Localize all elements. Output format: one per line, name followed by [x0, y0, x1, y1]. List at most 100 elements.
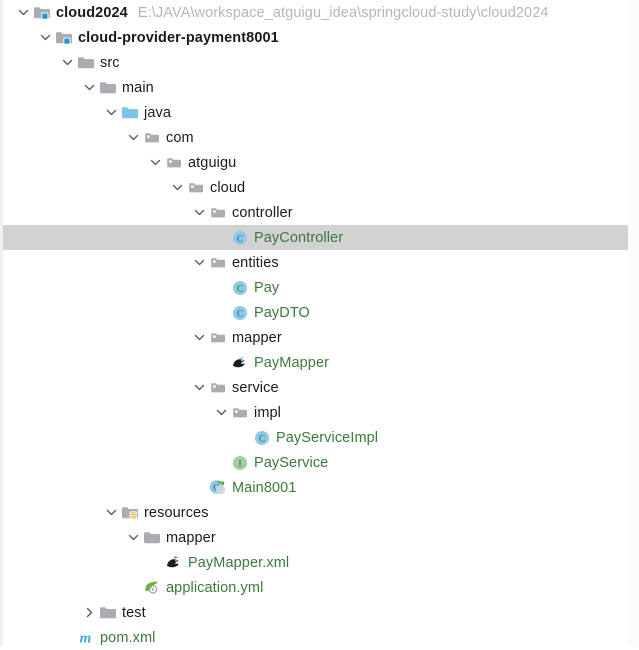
- tree-row-cloud2024[interactable]: cloud2024 E:\JAVA\workspace_atguigu_idea\…: [3, 0, 628, 25]
- package-icon: [186, 178, 205, 197]
- tree-twisty-placeholder: [213, 350, 230, 375]
- chevron-down-icon[interactable]: [191, 375, 208, 400]
- chevron-down-icon[interactable]: [191, 200, 208, 225]
- svg-text:C: C: [258, 433, 264, 443]
- chevron-down-icon[interactable]: [191, 325, 208, 350]
- chevron-down-icon[interactable]: [81, 75, 98, 100]
- tree-row-label: PayController: [254, 229, 344, 246]
- tree-row-mapper[interactable]: mapper: [3, 325, 628, 350]
- mybatis-mapper-icon: [230, 353, 249, 372]
- chevron-down-icon[interactable]: [213, 400, 230, 425]
- chevron-right-icon[interactable]: [81, 600, 98, 625]
- tree-row-PayService[interactable]: I PayService: [3, 450, 628, 475]
- package-icon: [142, 128, 161, 147]
- chevron-down-icon[interactable]: [103, 100, 120, 125]
- tree-row-PayMapper.xml[interactable]: PayMapper.xml: [3, 550, 628, 575]
- module-folder-icon: [54, 28, 73, 47]
- java-interface-icon: I: [230, 453, 249, 472]
- tree-row-cloud[interactable]: cloud: [3, 175, 628, 200]
- tree-row-Pay[interactable]: C Pay: [3, 275, 628, 300]
- folder-icon: [98, 603, 117, 622]
- tree-row-PayMapper[interactable]: PayMapper: [3, 350, 628, 375]
- tree-row-PayServiceImpl[interactable]: C PayServiceImpl: [3, 425, 628, 450]
- package-icon: [208, 203, 227, 222]
- tree-row-atguigu[interactable]: atguigu: [3, 150, 628, 175]
- tree-row-label: mapper: [166, 529, 216, 546]
- module-folder-icon: [32, 3, 51, 22]
- tree-row-label: main: [122, 79, 154, 96]
- tree-row-label: cloud: [210, 179, 246, 196]
- tree-twisty-placeholder: [235, 425, 252, 450]
- folder-icon: [142, 528, 161, 547]
- tree-row-label: PayServiceImpl: [276, 429, 379, 446]
- chevron-down-icon[interactable]: [125, 525, 142, 550]
- tree-row-impl[interactable]: impl: [3, 400, 628, 425]
- folder-icon: [76, 53, 95, 72]
- tree-row-label: cloud2024: [56, 4, 128, 21]
- tree-row-label: entities: [232, 254, 279, 271]
- tree-row-label: PayService: [254, 454, 329, 471]
- chevron-down-icon[interactable]: [169, 175, 186, 200]
- chevron-down-icon[interactable]: [15, 0, 32, 25]
- tree-row-cloud-provider-payment8001[interactable]: cloud-provider-payment8001: [3, 25, 628, 50]
- package-icon: [230, 403, 249, 422]
- tree-row-label: java: [144, 104, 171, 121]
- svg-text:m: m: [80, 631, 92, 647]
- chevron-down-icon[interactable]: [125, 125, 142, 150]
- chevron-down-icon[interactable]: [59, 50, 76, 75]
- tree-row-label: atguigu: [188, 154, 237, 171]
- spring-yaml-icon: [142, 578, 161, 597]
- chevron-down-icon[interactable]: [191, 250, 208, 275]
- tree-row-main[interactable]: main: [3, 75, 628, 100]
- tree-row-java[interactable]: java: [3, 100, 628, 125]
- tree-row-label: PayMapper.xml: [188, 554, 290, 571]
- package-icon: [208, 378, 227, 397]
- tree-row-label: Pay: [254, 279, 280, 296]
- svg-text:C: C: [236, 233, 242, 243]
- mybatis-xml-icon: [164, 553, 183, 572]
- tree-twisty-placeholder: [191, 475, 208, 500]
- tree-row-label: controller: [232, 204, 293, 221]
- tree-twisty-placeholder: [59, 625, 76, 650]
- tree-row-src[interactable]: src: [3, 50, 628, 75]
- maven-pom-icon: m: [76, 628, 95, 647]
- tree-row-label: src: [100, 54, 120, 71]
- svg-text:I: I: [238, 458, 241, 468]
- tree-row-application.yml[interactable]: application.yml: [3, 575, 628, 600]
- tree-row-entities[interactable]: entities: [3, 250, 628, 275]
- svg-text:C: C: [236, 283, 242, 293]
- tree-row-path: E:\JAVA\workspace_atguigu_idea\springclo…: [137, 4, 549, 21]
- tree-row-label: cloud-provider-payment8001: [78, 29, 279, 46]
- chevron-down-icon[interactable]: [103, 500, 120, 525]
- package-icon: [208, 328, 227, 347]
- tree-twisty-placeholder: [213, 275, 230, 300]
- tree-twisty-placeholder: [213, 300, 230, 325]
- tree-row-test[interactable]: test: [3, 600, 628, 625]
- tree-row-label: impl: [254, 404, 281, 421]
- chevron-down-icon[interactable]: [147, 150, 164, 175]
- tree-twisty-placeholder: [213, 225, 230, 250]
- resources-root-folder-icon: [120, 503, 139, 522]
- tree-row-label: Main8001: [232, 479, 297, 496]
- tree-row-resources[interactable]: resources: [3, 500, 628, 525]
- chevron-down-icon[interactable]: [37, 25, 54, 50]
- tree-row-label: application.yml: [166, 579, 264, 596]
- tree-row-PayController[interactable]: C PayController: [3, 225, 628, 250]
- tree-row-controller[interactable]: controller: [3, 200, 628, 225]
- tree-row-service[interactable]: service: [3, 375, 628, 400]
- tree-row-label: resources: [144, 504, 209, 521]
- tree-row-resources-mapper[interactable]: mapper: [3, 525, 628, 550]
- package-icon: [164, 153, 183, 172]
- tree-row-label: test: [122, 604, 146, 621]
- folder-icon: [98, 78, 117, 97]
- java-runnable-class-icon: C: [208, 478, 227, 497]
- package-icon: [208, 253, 227, 272]
- tree-row-Main8001[interactable]: C Main8001: [3, 475, 628, 500]
- tree-row-com[interactable]: com: [3, 125, 628, 150]
- java-class-icon: C: [230, 278, 249, 297]
- tree-row-pom.xml[interactable]: m pom.xml: [3, 625, 628, 650]
- tree-row-label: pom.xml: [100, 629, 156, 646]
- java-class-icon: C: [230, 303, 249, 322]
